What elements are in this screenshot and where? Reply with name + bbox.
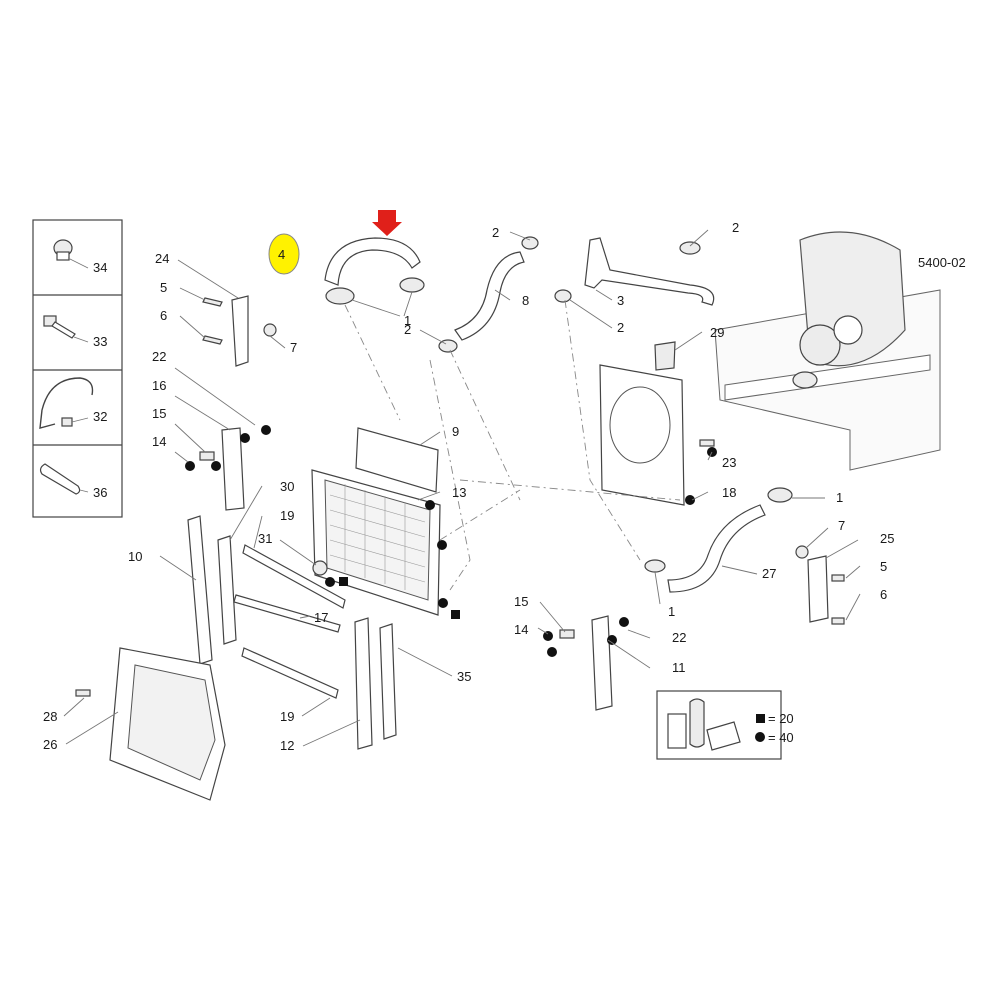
callout: 16 <box>152 378 166 393</box>
circle-marker-icon <box>755 732 765 742</box>
callout: 2 <box>617 320 624 335</box>
highlighted-callout: 4 <box>278 247 285 262</box>
callout: 7 <box>290 340 297 355</box>
callout: 5 <box>880 559 887 574</box>
reference-code: 5400-02 <box>918 255 966 270</box>
callout: 28 <box>43 709 57 724</box>
legend-square-value: = 20 <box>768 711 794 726</box>
callout: 9 <box>452 424 459 439</box>
callout: 6 <box>880 587 887 602</box>
callout: 17 <box>314 610 328 625</box>
pipe-3 <box>554 237 715 306</box>
callout: 19 <box>280 709 294 724</box>
callout: 32 <box>93 409 107 424</box>
callout: 18 <box>722 485 736 500</box>
side-panels <box>187 515 397 750</box>
callout: 2 <box>732 220 739 235</box>
bolt-icon <box>43 315 89 343</box>
callout: 5 <box>160 280 167 295</box>
nut-icon <box>53 239 89 269</box>
lower-hose-27 <box>644 487 793 593</box>
support-bracket-16 <box>174 367 271 511</box>
callout: 3 <box>617 293 624 308</box>
callout: 14 <box>514 622 528 637</box>
callout: 6 <box>160 308 167 323</box>
engine-frame <box>714 231 941 471</box>
callout: 26 <box>43 737 57 752</box>
callout: 22 <box>152 349 166 364</box>
fan-frame-26 <box>75 647 226 801</box>
square-marker-icon <box>756 714 765 723</box>
callout: 15 <box>152 406 166 421</box>
red-arrow-icon <box>372 210 402 236</box>
callout: 1 <box>668 604 675 619</box>
callout: 12 <box>280 738 294 753</box>
callout: 1 <box>836 490 843 505</box>
highlight-marker <box>268 233 300 275</box>
callout: 29 <box>710 325 724 340</box>
callout: 31 <box>258 531 272 546</box>
callout: 24 <box>155 251 169 266</box>
callout: 35 <box>457 669 471 684</box>
callout-labels: 4 34 33 32 36 24 5 6 7 22 16 15 14 1 2 2… <box>43 220 966 753</box>
callout: 2 <box>404 322 411 337</box>
callout: 11 <box>672 660 686 675</box>
upper-bracket-assembly <box>177 259 286 367</box>
callout: 14 <box>152 434 166 449</box>
sleeve-icon <box>39 463 89 495</box>
fan-shroud-18 <box>599 341 717 506</box>
legend-box: = 20 = 40 <box>656 690 794 760</box>
callout: 1 <box>404 313 411 328</box>
legend-circle-value: = 40 <box>768 730 794 745</box>
callout: 33 <box>93 334 107 349</box>
upper-hose-4 <box>324 237 425 317</box>
lower-bracket-11 <box>543 615 629 711</box>
right-bracket-25 <box>795 545 845 625</box>
inset-panel <box>32 219 123 518</box>
clip-icon <box>39 377 94 429</box>
callout: 27 <box>762 566 776 581</box>
leader-lines <box>63 229 861 747</box>
callout: 23 <box>722 455 736 470</box>
callout: 2 <box>492 225 499 240</box>
callout: 8 <box>522 293 529 308</box>
callout: 19 <box>280 508 294 523</box>
callout: 30 <box>280 479 294 494</box>
callout: 25 <box>880 531 894 546</box>
callout: 36 <box>93 485 107 500</box>
callout: 22 <box>672 630 686 645</box>
callout: 15 <box>514 594 528 609</box>
callout: 13 <box>452 485 466 500</box>
callout: 34 <box>93 260 107 275</box>
callout: 10 <box>128 549 142 564</box>
connector-lines <box>344 299 681 591</box>
callout: 7 <box>838 518 845 533</box>
radiator <box>311 427 460 619</box>
